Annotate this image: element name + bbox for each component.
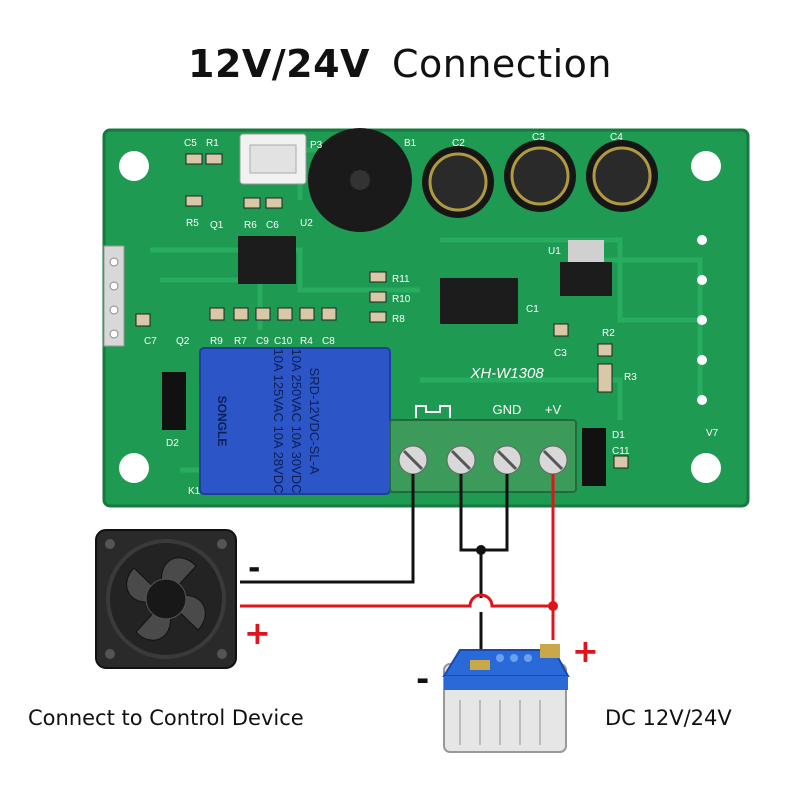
battery-terminal-negative — [470, 660, 490, 670]
battery-minus-sign: - — [416, 660, 429, 698]
electrolytic-capacitor — [504, 140, 576, 212]
battery-terminal-positive — [540, 644, 560, 658]
ic-u2 — [238, 236, 296, 284]
wires — [240, 474, 558, 668]
svg-text:P3: P3 — [310, 140, 323, 151]
ic-chip — [440, 278, 518, 324]
battery-ribs — [459, 700, 541, 745]
svg-text:C6: C6 — [266, 220, 279, 231]
relay-rating-2: 10A 125VAC 10A 28VDC — [271, 348, 286, 493]
svg-text:C5: C5 — [184, 138, 197, 149]
svg-text:R9: R9 — [210, 336, 223, 347]
svg-text:B1: B1 — [404, 138, 417, 149]
terminal-block — [389, 405, 577, 493]
svg-text:Q1: Q1 — [210, 220, 224, 231]
switch-symbol — [415, 405, 451, 418]
svg-text:D2: D2 — [166, 438, 179, 449]
title-word: Connection — [391, 42, 612, 86]
svg-text:R10: R10 — [392, 294, 411, 305]
fan-plus-sign: + — [244, 614, 271, 652]
right-pads — [697, 235, 707, 405]
diode-d1 — [582, 428, 606, 486]
regulator-u1 — [560, 240, 612, 296]
fan-minus-sign: - — [248, 551, 260, 586]
svg-text:C2: C2 — [452, 138, 465, 149]
svg-text:R4: R4 — [300, 336, 313, 347]
relay-k1: SRD-12VDC-SL-A 10A 250VAC 10A 30VDC 10A … — [199, 347, 391, 495]
page-title: 12V/24V Connection — [0, 42, 800, 86]
mount-hole — [119, 453, 149, 483]
svg-text:U2: U2 — [300, 218, 313, 229]
silkscreen-labels: C5 R1 P3 B1 C2 C3 C4 Q1 R5 R6 C6 U2 U1 R… — [144, 132, 719, 497]
pcb-board: SRD-12VDC-SL-A 10A 250VAC 10A 30VDC 10A … — [102, 128, 750, 508]
svg-text:R2: R2 — [602, 328, 615, 339]
mount-hole — [691, 151, 721, 181]
svg-text:C10: C10 — [274, 336, 293, 347]
svg-text:R6: R6 — [244, 220, 257, 231]
relay-brand: SONGLE — [215, 396, 229, 447]
label-gnd: GND — [493, 402, 522, 417]
svg-text:C7: C7 — [144, 336, 157, 347]
electrolytic-capacitor — [586, 140, 658, 212]
svg-text:R7: R7 — [234, 336, 247, 347]
svg-text:K1: K1 — [188, 486, 201, 497]
cooling-fan — [95, 529, 237, 669]
title-voltage: 12V/24V — [188, 42, 370, 86]
side-header — [103, 245, 125, 347]
svg-text:D1: D1 — [612, 430, 625, 441]
svg-text:Q2: Q2 — [176, 336, 190, 347]
mount-hole — [119, 151, 149, 181]
battery-plus-sign: + — [572, 632, 599, 670]
svg-text:C11: C11 — [612, 446, 630, 457]
diode-d2 — [162, 372, 186, 430]
svg-text:R11: R11 — [392, 274, 410, 285]
caption-dc-voltage: DC 12V/24V — [605, 706, 732, 730]
electrolytic-capacitor — [422, 146, 494, 218]
wire-fan-positive — [240, 593, 553, 608]
svg-text:R8: R8 — [392, 314, 405, 325]
caption-control-device: Connect to Control Device — [28, 706, 304, 730]
label-plus-v: +V — [545, 402, 562, 417]
svg-text:R3: R3 — [624, 372, 637, 383]
battery — [442, 644, 570, 753]
battery-caps — [496, 654, 532, 662]
svg-text:C1: C1 — [526, 304, 539, 315]
svg-text:C9: C9 — [256, 336, 269, 347]
svg-text:C3: C3 — [554, 348, 567, 359]
svg-text:U1: U1 — [548, 246, 561, 257]
svg-text:C4: C4 — [610, 132, 623, 143]
board-model: XH-W1308 — [469, 365, 544, 382]
svg-text:C8: C8 — [322, 336, 335, 347]
svg-text:R5: R5 — [186, 218, 199, 229]
mount-hole — [691, 453, 721, 483]
svg-text:V7: V7 — [706, 428, 719, 439]
smd-components — [135, 153, 629, 469]
relay-rating-1: 10A 250VAC 10A 30VDC — [289, 348, 304, 493]
wire-fan-negative — [240, 474, 415, 584]
svg-text:R1: R1 — [206, 138, 219, 149]
relay-model-text: SRD-12VDC-SL-A — [307, 368, 322, 475]
svg-text:C3: C3 — [532, 132, 545, 143]
